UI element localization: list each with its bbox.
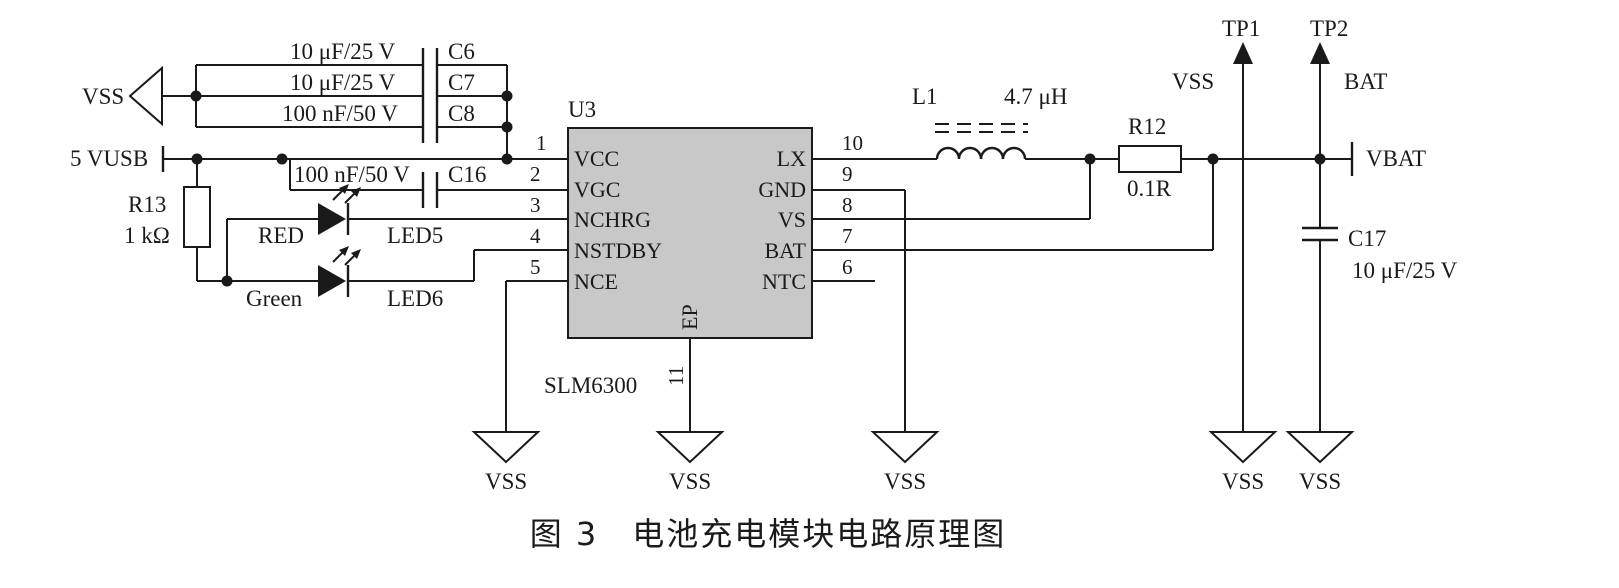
c17-value: 10 μF/25 V <box>1352 258 1458 283</box>
pin-num-8: 8 <box>842 193 853 217</box>
pin-name-ntc: NTC <box>762 269 806 294</box>
pin-num-10: 10 <box>842 131 863 155</box>
r13-ref: R13 <box>128 192 166 217</box>
r12-symbol <box>1090 142 1354 176</box>
vss-top-label: VSS <box>82 84 124 109</box>
pin-name-lx: LX <box>777 146 806 171</box>
junction-dot <box>501 121 513 133</box>
figure-caption: 图 3 电池充电模块电路原理图 <box>530 515 1007 553</box>
ground-label: VSS <box>1222 469 1264 494</box>
pin-name-nstdby: NSTDBY <box>574 238 662 263</box>
c7-value: 10 μF/25 V <box>290 70 396 95</box>
tp1-label: TP1 <box>1222 16 1260 41</box>
led5-color: RED <box>258 223 304 248</box>
c16-value: 100 nF/50 V <box>294 162 410 187</box>
ground-symbol <box>1285 431 1355 464</box>
r13-value: 1 kΩ <box>124 223 170 248</box>
pin-num-1: 1 <box>536 131 547 155</box>
pin-name-vcc: VCC <box>574 146 619 171</box>
l1-symbol <box>935 123 1090 160</box>
junction-dot <box>501 90 513 102</box>
led5-symbol <box>226 184 568 281</box>
c16-ref: C16 <box>448 162 486 187</box>
c16-plates <box>421 172 439 208</box>
pin-name-gnd: GND <box>758 177 806 202</box>
pin-num-9: 9 <box>842 162 853 186</box>
ground-symbol <box>471 431 541 464</box>
junction-dot <box>276 153 288 165</box>
r13-symbol <box>183 159 318 282</box>
pin-name-nce: NCE <box>574 269 618 294</box>
tp1-symbol <box>1233 42 1253 432</box>
right-pin-wires <box>812 158 1213 432</box>
ground-symbol <box>1208 431 1278 464</box>
ground-symbol <box>870 431 940 464</box>
junction-dot <box>1314 153 1326 165</box>
c8-value: 100 nF/50 V <box>282 101 398 126</box>
led5-ref: LED5 <box>387 223 443 248</box>
r12-value: 0.1R <box>1127 176 1172 201</box>
vss-top-symbol <box>128 65 163 127</box>
l1-ref: L1 <box>912 84 938 109</box>
cap-bank-wires <box>162 64 508 159</box>
pin-name-vgc: VGC <box>574 177 620 202</box>
ic-part: SLM6300 <box>544 373 637 398</box>
tp-bat-label: BAT <box>1344 69 1387 94</box>
ground-label: VSS <box>1299 469 1341 494</box>
ic-ref: U3 <box>568 97 596 122</box>
c17-ref: C17 <box>1348 226 1386 251</box>
pin-num-7: 7 <box>842 224 853 248</box>
c7-ref: C7 <box>448 70 475 95</box>
c8-ref: C8 <box>448 101 475 126</box>
vbat-label: VBAT <box>1366 146 1426 171</box>
pin-name-vs: VS <box>778 207 806 232</box>
c6-value: 10 μF/25 V <box>290 39 396 64</box>
pin-name-nchrg: NCHRG <box>574 207 651 232</box>
ground-label: VSS <box>669 469 711 494</box>
tp2-symbol <box>1310 42 1330 228</box>
tp2-label: TP2 <box>1310 16 1348 41</box>
ground-symbol <box>655 431 725 464</box>
r12-ref: R12 <box>1128 114 1166 139</box>
nce-wire <box>505 280 568 432</box>
c17-symbol <box>1302 226 1338 432</box>
pin-name-bat: BAT <box>764 238 806 263</box>
led6-ref: LED6 <box>387 286 443 311</box>
pin-num-4: 4 <box>530 224 541 248</box>
ground-label: VSS <box>485 469 527 494</box>
l1-value: 4.7 μH <box>1004 84 1067 109</box>
usb-label: 5 VUSB <box>70 146 148 171</box>
led6-symbol <box>318 246 568 297</box>
pin-num-2: 2 <box>530 162 541 186</box>
led6-color: Green <box>246 286 303 311</box>
pin-num-3: 3 <box>530 193 541 217</box>
ic-u3-body <box>567 127 813 339</box>
ground-label: VSS <box>884 469 926 494</box>
pin-num-5: 5 <box>530 255 541 279</box>
cap-bank-plates <box>421 48 439 143</box>
pin-num-6: 6 <box>842 255 853 279</box>
pin-name-ep: EP <box>677 304 702 330</box>
tp-vss-label: VSS <box>1172 69 1214 94</box>
c6-ref: C6 <box>448 39 475 64</box>
junction-dot <box>190 90 202 102</box>
pin-num-11: 11 <box>664 366 688 386</box>
